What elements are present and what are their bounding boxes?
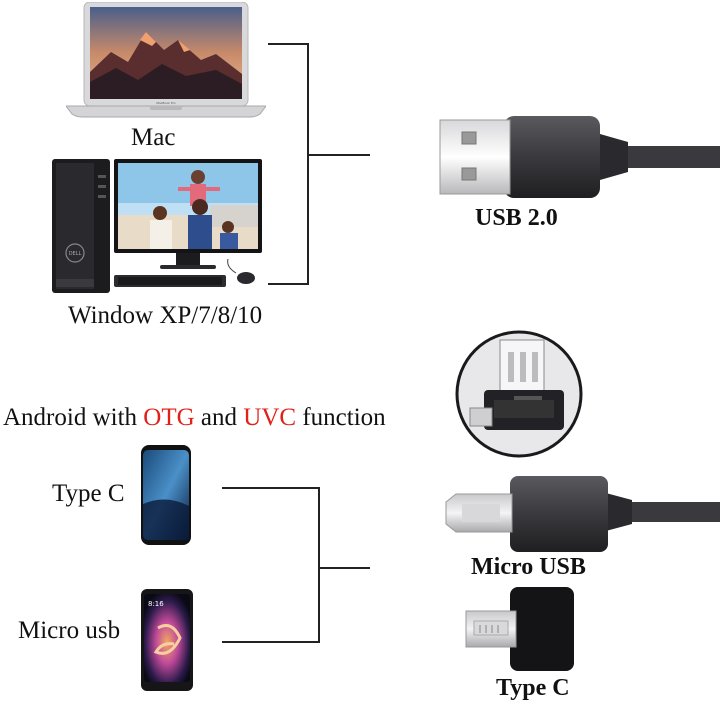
mac-label: Mac bbox=[131, 124, 176, 151]
micro-usb-phone-label: Micro usb bbox=[18, 617, 121, 644]
connector-line bbox=[307, 43, 309, 285]
connector-line bbox=[318, 567, 370, 569]
dell-logo: DELL bbox=[69, 251, 82, 257]
micro-usb-cable-image bbox=[442, 474, 720, 554]
android-prefix-text: Android with bbox=[3, 404, 144, 431]
laptop-brand-text: MacBook Pro bbox=[156, 101, 175, 105]
uvc-highlight: UVC bbox=[243, 404, 297, 431]
otg-highlight: OTG bbox=[143, 404, 195, 431]
micro-usb-cable-label: Micro USB bbox=[471, 554, 586, 580]
android-suffix-text: function bbox=[296, 404, 386, 431]
type-c-adapter-label: Type C bbox=[496, 675, 570, 701]
android-and-text: and bbox=[194, 404, 244, 431]
type-c-phone-image bbox=[140, 444, 192, 546]
macbook-laptop-image: MacBook Pro bbox=[66, 2, 266, 118]
type-c-phone-label: Type C bbox=[52, 480, 125, 507]
connector-line bbox=[222, 641, 320, 643]
desktop-pc-image: DELL bbox=[50, 155, 265, 300]
type-c-adapter-image bbox=[462, 585, 578, 675]
usb-2-label: USB 2.0 bbox=[475, 205, 558, 231]
connector-line bbox=[222, 487, 320, 489]
phone-clock-text: 8:16 bbox=[148, 600, 164, 608]
usb-2-cable-image bbox=[438, 112, 720, 202]
connector-line bbox=[268, 283, 309, 285]
otg-adapter-circle-image bbox=[454, 330, 584, 458]
micro-usb-phone-image: 8:16 bbox=[140, 588, 194, 692]
connector-line bbox=[318, 487, 320, 643]
windows-label: Window XP/7/8/10 bbox=[68, 302, 263, 329]
android-otg-uvc-heading: Android with OTG and UVC function bbox=[3, 405, 386, 430]
connector-line bbox=[307, 154, 370, 156]
connector-line bbox=[268, 43, 309, 45]
